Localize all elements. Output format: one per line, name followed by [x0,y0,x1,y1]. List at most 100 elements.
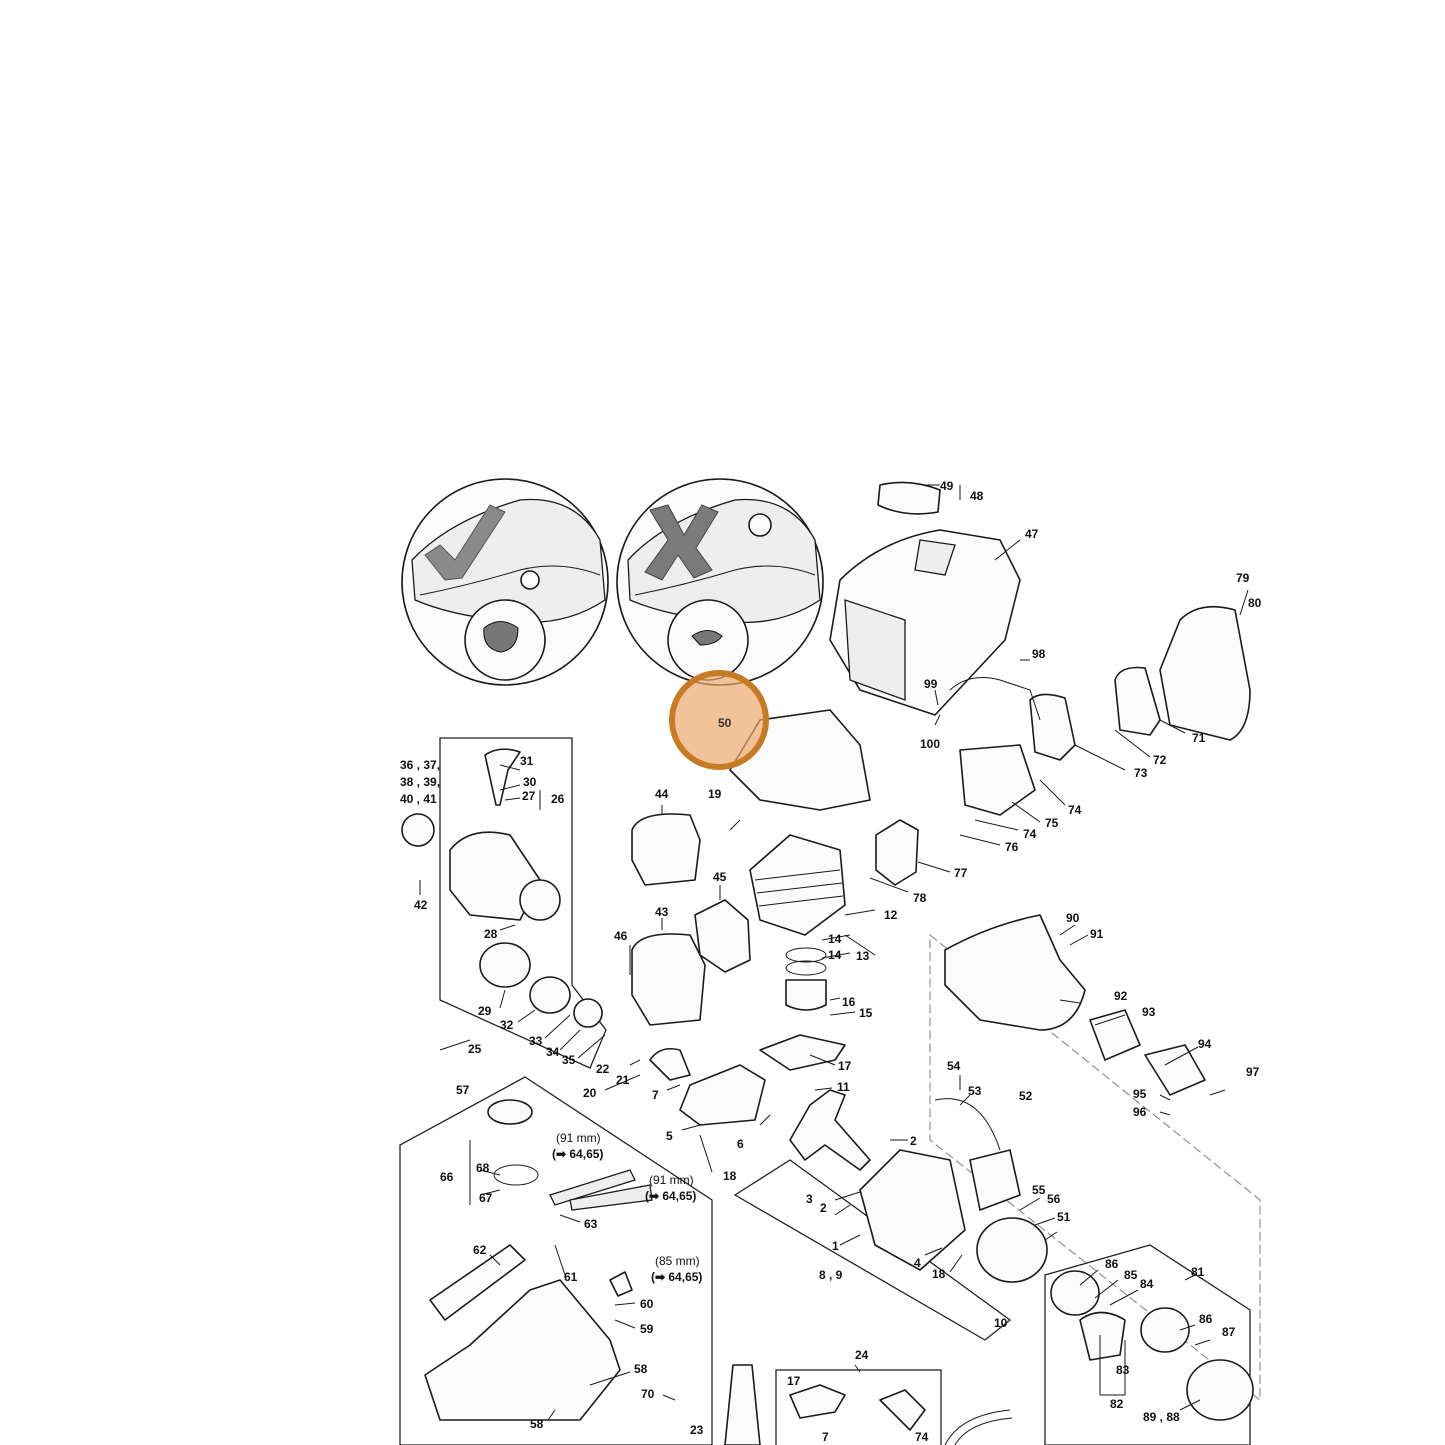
label-17-b[interactable]: 17 [787,1374,801,1388]
label-19[interactable]: 19 [708,787,722,801]
label-18-b[interactable]: 18 [932,1267,946,1281]
label-72[interactable]: 72 [1153,753,1167,767]
label-45[interactable]: 45 [713,870,727,884]
label-98[interactable]: 98 [1032,647,1046,661]
label-8-9[interactable]: 8 , 9 [819,1268,843,1282]
label-6[interactable]: 6 [737,1137,744,1151]
label-80[interactable]: 80 [1248,596,1262,610]
label-86-a[interactable]: 86 [1105,1257,1119,1271]
label-92[interactable]: 92 [1114,989,1128,1003]
label-13[interactable]: 13 [856,949,870,963]
label-97[interactable]: 97 [1246,1065,1260,1079]
label-54[interactable]: 54 [947,1059,961,1073]
label-81[interactable]: 81 [1191,1265,1205,1279]
label-2-a[interactable]: 2 [910,1134,917,1148]
label-67[interactable]: 67 [479,1191,493,1205]
label-77[interactable]: 77 [954,866,968,880]
label-100[interactable]: 100 [920,737,941,751]
label-89-88[interactable]: 89 , 88 [1143,1410,1180,1424]
label-79[interactable]: 79 [1236,571,1250,585]
label-42[interactable]: 42 [414,898,428,912]
label-29[interactable]: 29 [478,1004,492,1018]
label-5[interactable]: 5 [666,1129,673,1143]
label-24[interactable]: 24 [855,1348,869,1362]
label-10[interactable]: 10 [994,1316,1008,1330]
label-27[interactable]: 27 [522,789,536,803]
label-49[interactable]: 49 [940,479,954,493]
label-59[interactable]: 59 [640,1322,654,1336]
label-76[interactable]: 76 [1005,840,1019,854]
label-46[interactable]: 46 [614,929,628,943]
label-11[interactable]: 11 [837,1080,850,1094]
label-21[interactable]: 21 [616,1073,630,1087]
label-62[interactable]: 62 [473,1243,487,1257]
label-99[interactable]: 99 [924,677,938,691]
label-93[interactable]: 93 [1142,1005,1156,1019]
label-68[interactable]: 68 [476,1161,490,1175]
label-74-c[interactable]: 74 [915,1430,929,1444]
label-35[interactable]: 35 [562,1053,576,1067]
label-36-41[interactable]: 36 , 37, 38 , 39, 40 , 41 [400,758,441,806]
label-53[interactable]: 53 [968,1084,982,1098]
label-34[interactable]: 34 [546,1045,560,1059]
label-58-a[interactable]: 58 [634,1362,648,1376]
label-83[interactable]: 83 [1116,1363,1130,1377]
label-23[interactable]: 23 [690,1423,704,1437]
label-47[interactable]: 47 [1025,527,1039,541]
label-87[interactable]: 87 [1222,1325,1236,1339]
label-4[interactable]: 4 [914,1256,921,1270]
label-91[interactable]: 91 [1090,927,1104,941]
label-60[interactable]: 60 [640,1297,654,1311]
label-82[interactable]: 82 [1110,1397,1124,1411]
label-55[interactable]: 55 [1032,1183,1046,1197]
label-14-b[interactable]: 14 [828,948,842,962]
label-14-a[interactable]: 14 [828,932,842,946]
label-78[interactable]: 78 [913,891,927,905]
label-12[interactable]: 12 [884,908,898,922]
label-48[interactable]: 48 [970,489,984,503]
label-70[interactable]: 70 [641,1387,655,1401]
label-75[interactable]: 75 [1045,816,1059,830]
label-86-b[interactable]: 86 [1199,1312,1213,1326]
label-90[interactable]: 90 [1066,911,1080,925]
label-17-a[interactable]: 17 [838,1059,852,1073]
label-71[interactable]: 71 [1192,731,1206,745]
label-51[interactable]: 51 [1057,1210,1071,1224]
label-74-b[interactable]: 74 [1023,827,1037,841]
hotspot-50-marker[interactable] [669,670,769,770]
label-73[interactable]: 73 [1134,766,1148,780]
label-25[interactable]: 25 [468,1042,482,1056]
label-52[interactable]: 52 [1019,1089,1033,1103]
label-85[interactable]: 85 [1124,1268,1138,1282]
label-31[interactable]: 31 [520,754,534,768]
label-26[interactable]: 26 [551,792,565,806]
label-61[interactable]: 61 [564,1270,578,1284]
label-74-a[interactable]: 74 [1068,803,1082,817]
label-1[interactable]: 1 [832,1239,839,1253]
label-32[interactable]: 32 [500,1018,514,1032]
label-2-b[interactable]: 2 [820,1201,827,1215]
label-7-a[interactable]: 7 [652,1088,659,1102]
label-43[interactable]: 43 [655,905,669,919]
label-22[interactable]: 22 [596,1062,610,1076]
label-84[interactable]: 84 [1140,1277,1154,1291]
label-33[interactable]: 33 [529,1034,543,1048]
label-16[interactable]: 16 [842,995,856,1009]
label-18-a[interactable]: 18 [723,1169,737,1183]
label-56[interactable]: 56 [1047,1192,1061,1206]
label-94[interactable]: 94 [1198,1037,1212,1051]
label-95[interactable]: 95 [1133,1087,1147,1101]
label-20[interactable]: 20 [583,1086,597,1100]
label-58-b[interactable]: 58 [530,1417,544,1431]
label-30[interactable]: 30 [523,775,537,789]
hotspot-label[interactable]: 50 [718,716,732,730]
label-57[interactable]: 57 [456,1083,470,1097]
label-63[interactable]: 63 [584,1217,598,1231]
label-66[interactable]: 66 [440,1170,454,1184]
label-96[interactable]: 96 [1133,1105,1147,1119]
label-3[interactable]: 3 [806,1192,813,1206]
label-7-b[interactable]: 7 [822,1430,829,1444]
label-15[interactable]: 15 [859,1006,873,1020]
label-44[interactable]: 44 [655,787,669,801]
label-28[interactable]: 28 [484,927,498,941]
